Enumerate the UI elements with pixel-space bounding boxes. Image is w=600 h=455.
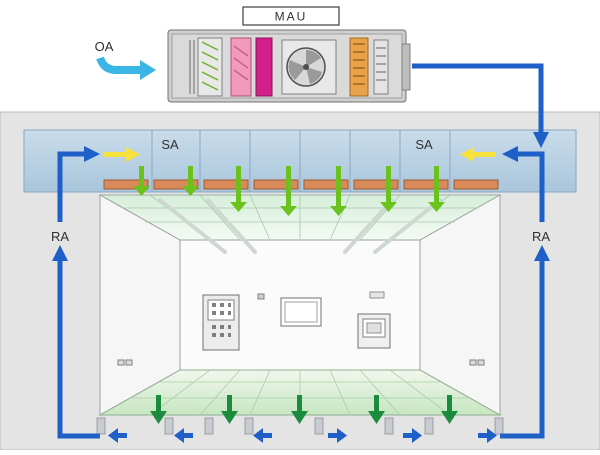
supply-arrow-7: [428, 166, 445, 212]
return-duct-right-lower: [500, 244, 551, 439]
oa-intake-arrow: [96, 56, 156, 80]
sa-plenum-arrows: [104, 147, 496, 162]
return-duct-left-upper: [57, 145, 101, 222]
under-floor-return-arrows: [108, 428, 497, 443]
plenum-dividers: [151, 130, 451, 192]
floor-return-grilles: [96, 417, 504, 435]
supply-arrow-6: [380, 166, 397, 212]
sa-label-right: SA: [415, 137, 433, 152]
supply-arrow-5: [330, 166, 347, 216]
supply-arrow-1: [133, 166, 150, 196]
hepa-filters: [103, 179, 499, 190]
supply-arrow-3: [230, 166, 247, 212]
supply-airflow-arrows: [133, 166, 445, 216]
sa-label-left: SA: [161, 137, 179, 152]
oa-label: OA: [95, 39, 114, 54]
mau-unit: [167, 6, 411, 103]
floor-down-arrows: [150, 395, 458, 424]
mau-label: MAU: [275, 10, 308, 24]
ra-label-right: RA: [532, 229, 550, 244]
sa-arrow-left: [104, 147, 140, 162]
room-interior: [98, 194, 502, 416]
supply-arrow-4: [280, 166, 297, 216]
sa-arrow-right: [460, 147, 496, 162]
return-duct-right-upper: [501, 145, 545, 222]
mau-label-box: [242, 6, 340, 26]
observation-window: [280, 297, 322, 327]
ceiling-lights: [158, 198, 442, 254]
mau-coil: [255, 37, 273, 97]
mau-humidifier: [349, 37, 369, 97]
mau-supply-duct: [412, 63, 550, 149]
supply-arrow-2: [182, 166, 199, 196]
ra-label-left: RA: [51, 229, 69, 244]
mau-heater: [230, 37, 252, 97]
return-duct-left-lower: [51, 244, 100, 439]
